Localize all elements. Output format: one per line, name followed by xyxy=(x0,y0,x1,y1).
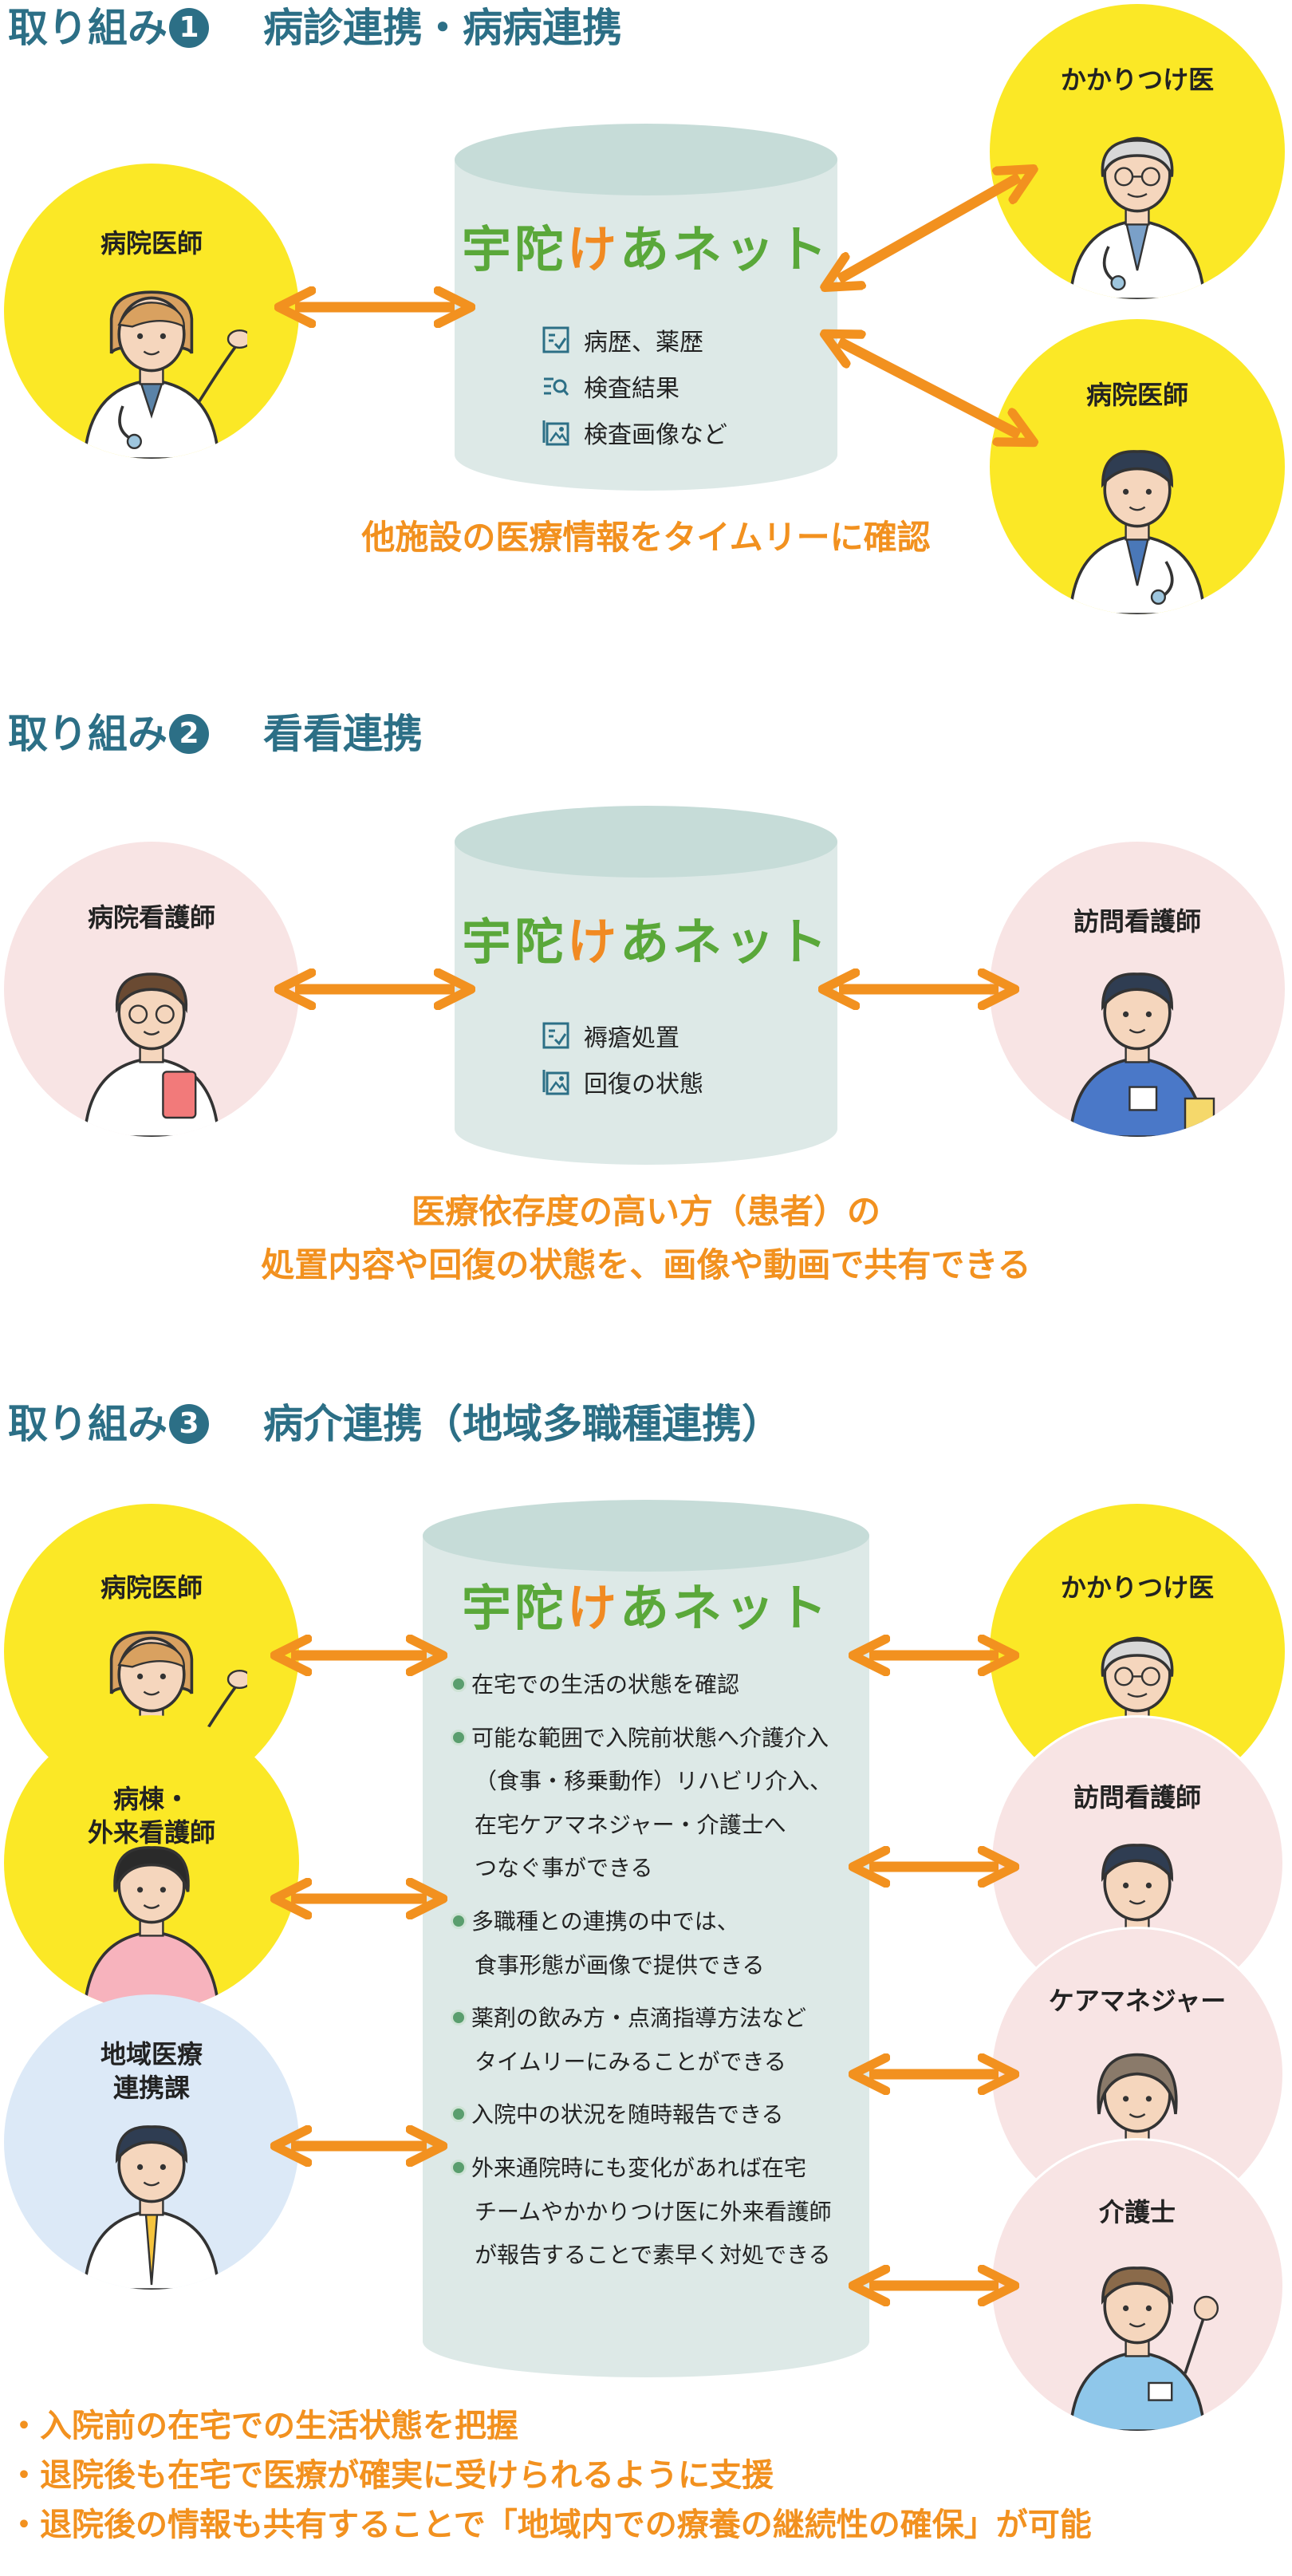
heart-icon: け xyxy=(566,913,620,971)
actor-hospital-doctor-2: 病院医師 xyxy=(990,319,1285,614)
double-arrow-icon xyxy=(839,177,1019,279)
list-item: チームやかかりつけ医に外来看護師 xyxy=(475,2198,832,2225)
image-icon xyxy=(542,420,569,446)
connector-arrows-1 xyxy=(0,0,1292,638)
db-details-list: 在宅での生活の状態を確認 可能な範囲で入院前状態へ介護介入 （食事・移乗動作）リ… xyxy=(451,1663,832,2278)
heart-icon: け xyxy=(566,1579,620,1637)
list-item: 可能な範囲で入院前状態へ介護介入 xyxy=(451,1717,832,1761)
list-item: ・退院後の情報も共有することで「地域内での療養の継続性の確保」が可能 xyxy=(8,2507,1092,2543)
db-item: 病歴、薬歴 xyxy=(542,322,703,357)
checklist-icon xyxy=(542,1022,569,1049)
actor-family-doctor: かかりつけ医 xyxy=(990,1504,1285,1799)
section-2-caption: 医療依存度の高い方（患者）の 処置内容や回復の状態を、画像や動画で共有できる xyxy=(261,1192,1031,1285)
connector-arrows-2 xyxy=(0,0,1292,1197)
list-item: タイムリーにみることができる xyxy=(475,2048,786,2075)
ud-care-net-logo: 宇陀けあネット xyxy=(461,913,831,971)
ud-care-net-logo: 宇陀けあネット xyxy=(461,1579,831,1637)
actor-regional-liaison: 地域医療 連携課 xyxy=(4,1994,299,2290)
section-1-caption: 他施設の医療情報をタイムリーに確認 xyxy=(361,518,931,557)
list-item: が報告することで素早く対処できる xyxy=(475,2242,831,2269)
list-item: 在宅ケアマネジャー・介護士へ xyxy=(475,1811,786,1838)
list-item: ・退院後も在宅で医療が確実に受けられるように支援 xyxy=(8,2457,774,2494)
actor-caregiver: 介護士 xyxy=(990,2138,1285,2433)
actor-ward-outpatient-nurse: 病棟・ 外来看護師 xyxy=(4,1715,299,2010)
heart-icon: け xyxy=(566,220,620,278)
image-icon xyxy=(542,1070,569,1095)
list-item: 入院中の状況を随時報告できる xyxy=(451,2093,832,2137)
actor-hospital-doctor: 病院医師 xyxy=(4,164,299,459)
section-3-bullets: ・入院前の在宅での生活状態を把握 ・退院後も在宅で医療が確実に受けられるように支… xyxy=(8,2401,1092,2550)
list-item: ・入院前の在宅での生活状態を把握 xyxy=(8,2408,518,2444)
list-item: 食事形態が画像で提供できる xyxy=(475,1951,765,1978)
double-arrow-icon xyxy=(839,341,1019,435)
db-item: 検査結果 xyxy=(542,369,679,404)
actor-visiting-nurse: 訪問看護師 xyxy=(990,842,1285,1137)
db-item: 褥瘡処置 xyxy=(542,1018,679,1053)
database-cylinder-2 xyxy=(455,806,837,1165)
section-2-number-badge: 2 xyxy=(169,713,209,754)
list-item: 在宅での生活の状態を確認 xyxy=(451,1663,832,1707)
section-3-number-badge: 3 xyxy=(169,1403,209,1444)
list-item: 薬剤の飲み方・点滴指導方法など xyxy=(451,1997,832,2041)
list-item: 外来通院時にも変化があれば在宅 xyxy=(451,2147,832,2191)
db-item: 検査画像など xyxy=(542,415,727,450)
list-item: 多職種との連携の中では、 xyxy=(451,1900,832,1944)
ud-care-net-logo: 宇陀けあネット xyxy=(461,220,831,278)
checklist-icon xyxy=(542,326,569,353)
database-cylinder-3 xyxy=(423,1500,869,2377)
search-list-icon xyxy=(544,377,569,396)
section-1-number-badge: 1 xyxy=(169,7,209,48)
db-item: 回復の状態 xyxy=(542,1064,703,1099)
list-item: つなぐ事ができる xyxy=(475,1855,653,1882)
actor-hospital-nurse: 病院看護師 xyxy=(4,842,299,1137)
list-item: （食事・移乗動作）リハビリ介入、 xyxy=(475,1768,833,1795)
database-cylinder-1 xyxy=(455,124,837,491)
actor-family-doctor: かかりつけ医 xyxy=(990,4,1285,299)
